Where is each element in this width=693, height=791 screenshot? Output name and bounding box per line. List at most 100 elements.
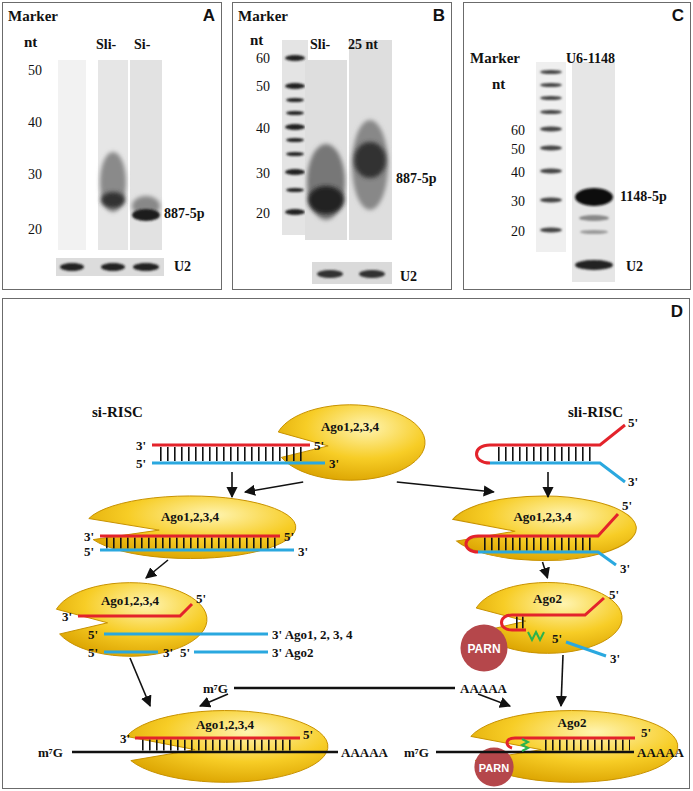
- lane-label: U2: [626, 259, 643, 274]
- lane-label: Si-: [134, 37, 150, 52]
- size-marker: 20: [511, 224, 525, 239]
- protein-name: Ago1,2,3,4: [161, 509, 219, 525]
- axis-title: Marker: [8, 8, 58, 24]
- lane-label: Sli-: [310, 37, 330, 52]
- size-marker: 50: [256, 79, 270, 94]
- complex-name: si-RISC: [92, 404, 143, 420]
- argonaute-shape: [272, 400, 428, 482]
- axis-title: Marker: [238, 8, 288, 24]
- parn-enzyme: PARN: [460, 624, 508, 672]
- loaded-duplex: [100, 514, 618, 565]
- protein-name: Ago1,2,3,4: [321, 419, 379, 435]
- lane-label: U2: [400, 269, 417, 284]
- slirna-hairpin: [477, 425, 626, 482]
- lane-label: 887-5p: [164, 206, 204, 221]
- strand-end-label: 5': [196, 591, 206, 606]
- protein-name: Ago2: [533, 591, 562, 607]
- process-arrow: [245, 482, 303, 492]
- blot-panel-c: [536, 62, 615, 282]
- protein-name: Ago2: [558, 715, 587, 731]
- lane-label: 1148-5p: [620, 189, 667, 204]
- process-arrow: [397, 482, 494, 492]
- strand-end-label: 3': [163, 645, 173, 660]
- protein-name: Ago1,2,3,4: [513, 509, 571, 525]
- figure-panel: DAgo1,2,3,4Ago1,2,3,4Ago1,2,3,4Ago1,2,3,…: [2, 298, 690, 789]
- strand-end-label: m⁷G: [203, 681, 228, 696]
- figure-panel: B: [232, 2, 452, 290]
- size-marker: 60: [511, 123, 525, 138]
- size-marker: 60: [256, 51, 270, 66]
- lane-label: Sli-: [96, 37, 116, 52]
- strand-end-label: AAAAA: [460, 681, 507, 696]
- axis-title: nt: [24, 34, 37, 50]
- size-marker: 40: [256, 121, 270, 136]
- figure-panel: C: [463, 2, 691, 290]
- panel-letter: B: [433, 6, 445, 26]
- strand-end-label: 5': [88, 627, 98, 642]
- blot-panel-b: [282, 40, 392, 284]
- enzyme-name: PARN: [467, 642, 500, 656]
- strand-end-label: 3': [610, 651, 620, 666]
- strand-end-label: 5': [314, 438, 324, 453]
- protein-name: Ago1,2,3,4: [196, 717, 254, 733]
- enzyme-name: PARN: [479, 762, 509, 774]
- strand-end-label: 3': [120, 731, 130, 746]
- size-marker: 50: [28, 63, 42, 78]
- strand-end-label: 5': [284, 529, 294, 544]
- size-marker: 40: [28, 115, 42, 130]
- strand-end-label: AAAAA: [637, 745, 684, 760]
- strand-end-label: 5': [303, 727, 313, 742]
- panel-letter: C: [672, 6, 684, 26]
- strand-end-label: 3': [84, 529, 94, 544]
- lane-label: U6-1148: [566, 51, 615, 66]
- strand-end-label: 3': [62, 609, 72, 624]
- strand-end-label: AAAAA: [341, 745, 388, 760]
- lane-label: U2: [174, 259, 191, 274]
- process-arrow: [561, 655, 563, 706]
- blot-panel-a: [56, 60, 164, 276]
- strand-end-label: 3': [329, 456, 339, 471]
- strand-end-label: 5': [628, 415, 638, 430]
- mrna-line: [72, 688, 635, 752]
- strand-end-label: 5': [88, 645, 98, 660]
- panel-letter: A: [203, 6, 215, 26]
- size-marker: 50: [511, 142, 525, 157]
- strand-end-label: 3' Ago2: [272, 645, 314, 660]
- axis-title: nt: [492, 76, 505, 92]
- cleaved-strands: [78, 598, 606, 656]
- size-marker: 20: [256, 206, 270, 221]
- strand-end-label: 5': [622, 498, 632, 513]
- strand-end-label: 5': [641, 725, 651, 740]
- axis-title: nt: [250, 32, 263, 48]
- size-marker: 30: [256, 166, 270, 181]
- strand-end-label: 3' Ago1, 2, 3, 4: [272, 627, 353, 642]
- axis-title: Marker: [470, 50, 520, 66]
- complex-name: sli-RISC: [568, 404, 623, 420]
- lane-label: 887-5p: [396, 171, 436, 186]
- strand-end-label: 5': [84, 544, 94, 559]
- process-arrow: [130, 658, 150, 706]
- sirna-duplex: [152, 445, 325, 463]
- strand-end-label: m⁷G: [404, 745, 429, 760]
- strand-end-label: 3': [628, 474, 638, 489]
- size-marker: 30: [28, 167, 42, 182]
- loading-arrow: [200, 472, 548, 706]
- strand-end-label: 3': [136, 438, 146, 453]
- process-arrow: [543, 562, 548, 578]
- strand-end-label: 5': [552, 631, 562, 646]
- strand-end-label: 3': [620, 561, 630, 576]
- size-marker: 30: [511, 194, 525, 209]
- strand-end-label: m⁷G: [38, 745, 63, 760]
- strand-end-label: 5': [609, 587, 619, 602]
- lane-label: 25 nt: [348, 37, 378, 52]
- strand-end-label: 5': [180, 645, 190, 660]
- protein-name: Ago1,2,3,4: [101, 593, 159, 609]
- size-marker: 40: [511, 165, 525, 180]
- strand-end-label: 5': [136, 456, 146, 471]
- size-marker: 20: [28, 222, 42, 237]
- argonaute-protein: Ago1,2,3,4: [272, 400, 428, 482]
